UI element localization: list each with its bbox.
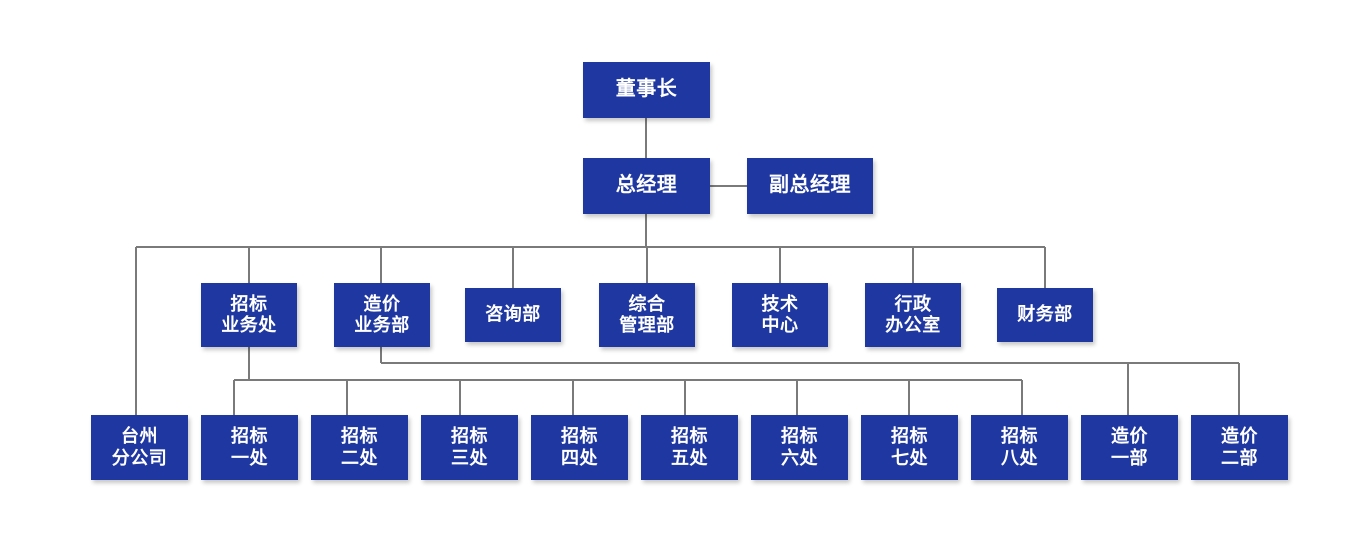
org-node-admin-office[interactable]: 行政 办公室 xyxy=(865,283,961,347)
org-node-bid-2[interactable]: 招标 二处 xyxy=(311,415,408,480)
org-node-deputy-gm[interactable]: 副总经理 xyxy=(747,158,873,214)
org-node-general-mgmt[interactable]: 综合 管理部 xyxy=(599,283,695,347)
org-node-bid-5[interactable]: 招标 五处 xyxy=(641,415,738,480)
org-node-bid-3[interactable]: 招标 三处 xyxy=(421,415,518,480)
org-node-bid-1[interactable]: 招标 一处 xyxy=(201,415,298,480)
org-node-taizhou-branch[interactable]: 台州 分公司 xyxy=(91,415,188,480)
org-node-bid-dept[interactable]: 招标 业务处 xyxy=(201,283,297,347)
org-node-chairman[interactable]: 董事长 xyxy=(583,62,710,118)
org-node-bid-8[interactable]: 招标 八处 xyxy=(971,415,1068,480)
org-node-tech-center[interactable]: 技术 中心 xyxy=(732,283,828,347)
org-node-bid-4[interactable]: 招标 四处 xyxy=(531,415,628,480)
org-node-cost-dept[interactable]: 造价 业务部 xyxy=(334,283,430,347)
org-node-bid-6[interactable]: 招标 六处 xyxy=(751,415,848,480)
org-node-consult-dept[interactable]: 咨询部 xyxy=(465,288,561,342)
org-node-cost-2[interactable]: 造价 二部 xyxy=(1191,415,1288,480)
org-node-bid-7[interactable]: 招标 七处 xyxy=(861,415,958,480)
org-node-finance-dept[interactable]: 财务部 xyxy=(997,288,1093,342)
org-node-cost-1[interactable]: 造价 一部 xyxy=(1081,415,1178,480)
org-node-gm[interactable]: 总经理 xyxy=(583,158,710,214)
